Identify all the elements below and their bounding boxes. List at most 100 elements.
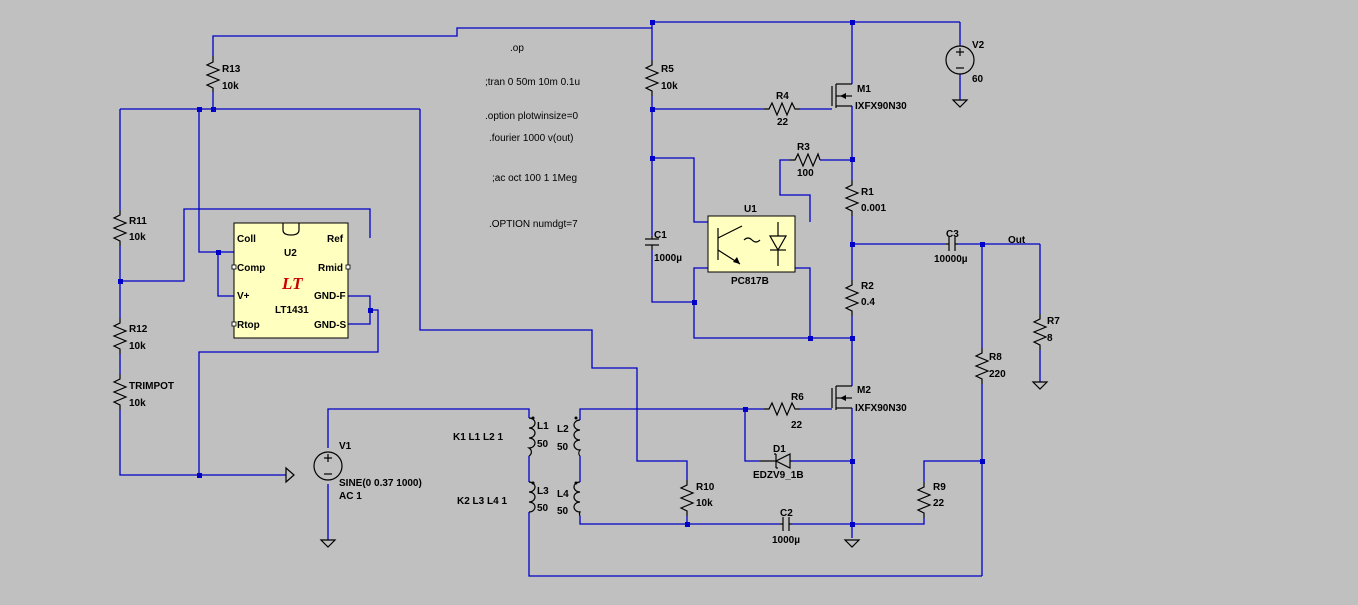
- wire-c1-bottom[interactable]: [651, 250, 694, 303]
- wire-c1-opto[interactable]: [652, 157, 708, 223]
- u2-pin-gndf: GND-F: [314, 291, 346, 302]
- junction-dot: [216, 250, 221, 255]
- l4-value: 50: [557, 506, 569, 517]
- inductor-l3[interactable]: L3 50: [528, 481, 549, 515]
- wire-gnds[interactable]: [198, 309, 379, 475]
- r9-value: 22: [933, 498, 945, 509]
- resistor-r10[interactable]: R10 10k: [679, 480, 715, 516]
- r3-name: R3: [797, 142, 810, 153]
- u2-pin-ref: Ref: [327, 234, 344, 245]
- directive-numdgt[interactable]: .OPTION numdgt=7: [489, 219, 578, 230]
- junction-dot: [650, 20, 655, 25]
- u2-pin-rtop: Rtop: [237, 320, 260, 331]
- wire-l4-bottom[interactable]: [579, 516, 780, 525]
- r1-value: 0.001: [861, 203, 886, 214]
- u1-value: PC817B: [731, 276, 769, 287]
- wire-rail-to-r10[interactable]: [419, 109, 688, 480]
- wire-r3[interactable]: [779, 159, 811, 222]
- wire-r9-bottom[interactable]: [852, 518, 925, 525]
- v2-value: 60: [972, 74, 984, 85]
- wire-opto-emit[interactable]: [693, 267, 852, 339]
- wire-mid-to-comp[interactable]: [120, 208, 371, 282]
- resistor-r11[interactable]: R11 10k: [112, 210, 147, 246]
- r11-value: 10k: [129, 232, 146, 243]
- c3-name: C3: [946, 229, 959, 240]
- wire-r9-top[interactable]: [923, 460, 982, 482]
- resistor-trimpot[interactable]: TRIMPOT 10k: [112, 374, 174, 410]
- voltage-source-v2[interactable]: V2 60: [945, 40, 985, 85]
- v1-value2: AC 1: [339, 491, 362, 502]
- resistor-r2[interactable]: R2 0.4: [844, 280, 875, 316]
- junction-dot: [980, 242, 985, 247]
- directive-fourier[interactable]: .fourier 1000 v(out): [489, 133, 574, 144]
- wire-bottom-loop[interactable]: [528, 512, 982, 577]
- r6-name: R6: [791, 392, 804, 403]
- junction-dot: [211, 107, 216, 112]
- ground-icon-r7: [1031, 381, 1049, 390]
- resistor-r6[interactable]: R6 22: [764, 392, 804, 431]
- capacitor-c3[interactable]: C3 10000µ: [934, 229, 968, 265]
- mosfet-m1[interactable]: M1 IXFX90N30: [831, 83, 907, 112]
- r6-value: 22: [791, 420, 803, 431]
- wire-gndf[interactable]: [348, 295, 371, 310]
- r8-name: R8: [989, 352, 1002, 363]
- optocoupler-u1[interactable]: U1 PC817B: [707, 204, 796, 287]
- resistor-r12[interactable]: R12 10k: [112, 318, 148, 354]
- wire-opto-diode[interactable]: [795, 267, 811, 338]
- resistor-r9[interactable]: R9 22: [916, 482, 946, 518]
- resistor-r13[interactable]: R13 10k: [205, 56, 241, 92]
- wire-trim-gnd[interactable]: [119, 410, 286, 476]
- resistor-r3[interactable]: R3 100: [790, 142, 821, 179]
- junction-dot: [850, 336, 855, 341]
- diode-d1[interactable]: D1 EDZV9_1B: [753, 444, 804, 481]
- directive-ac[interactable]: ;ac oct 100 1 1Meg: [492, 173, 577, 184]
- wire-v1-top[interactable]: [327, 408, 530, 448]
- d1-value: EDZV9_1B: [753, 470, 804, 481]
- wire-top-rail[interactable]: [212, 21, 852, 56]
- u2-pin-coll: Coll: [237, 234, 256, 245]
- spice-directives[interactable]: .op ;tran 0 50m 10m 0.1u .option plotwin…: [485, 43, 580, 230]
- directive-tran[interactable]: ;tran 0 50m 10m 0.1u: [485, 77, 580, 88]
- l1-name: L1: [537, 421, 549, 432]
- voltage-source-v1[interactable]: V1 SINE(0 0.37 1000) AC 1: [313, 441, 422, 502]
- directive-op[interactable]: .op: [510, 43, 524, 54]
- r11-name: R11: [129, 216, 147, 227]
- c2-name: C2: [780, 508, 793, 519]
- capacitor-c1[interactable]: C1 1000µ: [645, 230, 682, 264]
- ic-u2[interactable]: Coll Comp V+ Rtop Ref Rmid GND-F GND-S U…: [231, 222, 351, 339]
- wire-coll[interactable]: [198, 109, 218, 253]
- resistor-r1[interactable]: R1 0.001: [844, 180, 886, 216]
- capacitor-c2[interactable]: C2 1000µ: [772, 508, 800, 546]
- junction-dot: [197, 107, 202, 112]
- r3-value: 100: [797, 168, 814, 179]
- wire-coll-pin[interactable]: [217, 252, 234, 297]
- wire-d1[interactable]: [744, 409, 760, 462]
- junction-dot: [850, 242, 855, 247]
- inductor-l2[interactable]: L2 50: [557, 416, 582, 457]
- wire-r6-left[interactable]: [579, 408, 764, 420]
- junction-dot: [650, 107, 655, 112]
- resistor-r7[interactable]: R7 8: [1032, 314, 1060, 350]
- resistor-r4[interactable]: R4 22: [764, 91, 800, 128]
- inductor-l4[interactable]: L4 50: [557, 481, 581, 518]
- r5-value: 10k: [661, 81, 678, 92]
- trimpot-value: 10k: [129, 398, 146, 409]
- wires: [119, 21, 1041, 577]
- resistor-r5[interactable]: R5 10k: [644, 60, 678, 96]
- mosfet-m2[interactable]: M2 IXFX90N30: [831, 385, 907, 414]
- l3-value: 50: [537, 503, 549, 514]
- inductor-l1[interactable]: L1 50: [526, 416, 549, 457]
- resistor-r8[interactable]: R8 220: [974, 348, 1006, 384]
- d1-name: D1: [773, 444, 786, 455]
- r10-value: 10k: [696, 498, 713, 509]
- r7-name: R7: [1047, 316, 1060, 327]
- directive-plotwinsize[interactable]: .option plotwinsize=0: [485, 111, 579, 122]
- junction-dot: [368, 308, 373, 313]
- junction-dot: [850, 20, 855, 25]
- r2-name: R2: [861, 281, 874, 292]
- l3-name: L3: [537, 486, 549, 497]
- ground-arrow-icon: [285, 466, 295, 484]
- u2-part: LT1431: [275, 305, 309, 316]
- junction-dot: [850, 522, 855, 527]
